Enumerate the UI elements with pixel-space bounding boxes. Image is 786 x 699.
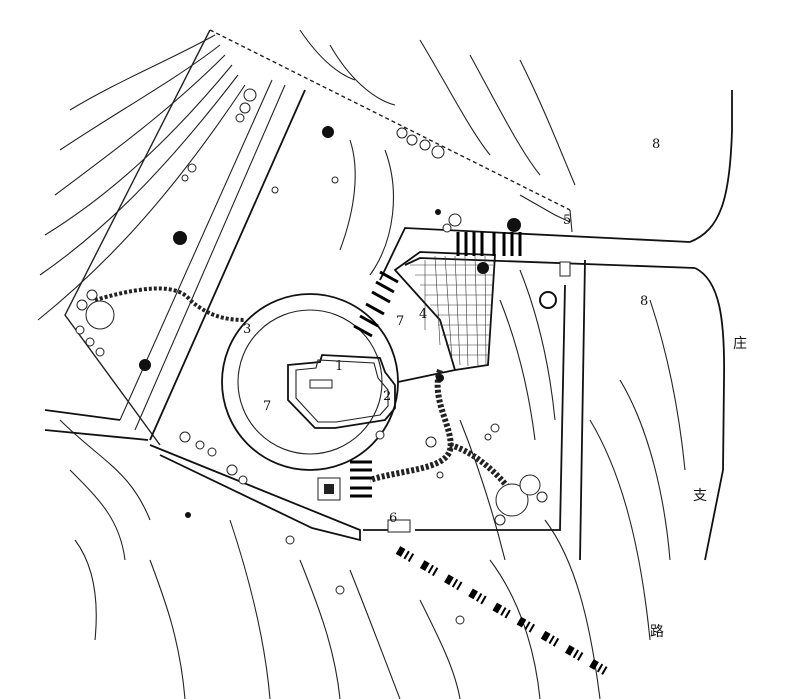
small-structures [317, 194, 573, 533]
label-building-1: 1 [335, 359, 343, 374]
area-labels: 1 2 3 4 5 6 7 7 8 8 [243, 137, 660, 526]
north-road [379, 90, 733, 281]
south-path [395, 546, 615, 679]
stairs [350, 232, 522, 498]
label-field-8a: 8 [652, 137, 660, 152]
garden-path [94, 286, 529, 517]
east-road [579, 259, 726, 561]
label-lawn-7a: 7 [263, 399, 271, 414]
label-ring-3: 3 [243, 322, 251, 337]
contour-lines [37, 29, 686, 699]
label-terrace-4: 4 [419, 307, 427, 322]
slope-strip [119, 79, 306, 441]
dark-tree-symbols [139, 126, 557, 518]
west-road [44, 409, 361, 542]
label-gate-5: 5 [563, 213, 571, 228]
grid-terrace [393, 251, 496, 372]
road-char-2: 支 [693, 488, 707, 504]
road-char-3: 路 [650, 624, 664, 640]
label-lawn-7b: 7 [396, 314, 404, 329]
tree-symbols [75, 88, 548, 625]
label-building-2: 2 [383, 389, 391, 404]
circular-terrace [221, 293, 456, 471]
building-footprint [287, 354, 396, 429]
road-name: 庄 支 路 [650, 335, 747, 640]
road-char-1: 庄 [733, 335, 747, 352]
label-entry-6: 6 [389, 511, 397, 526]
label-field-8b: 8 [640, 294, 648, 309]
